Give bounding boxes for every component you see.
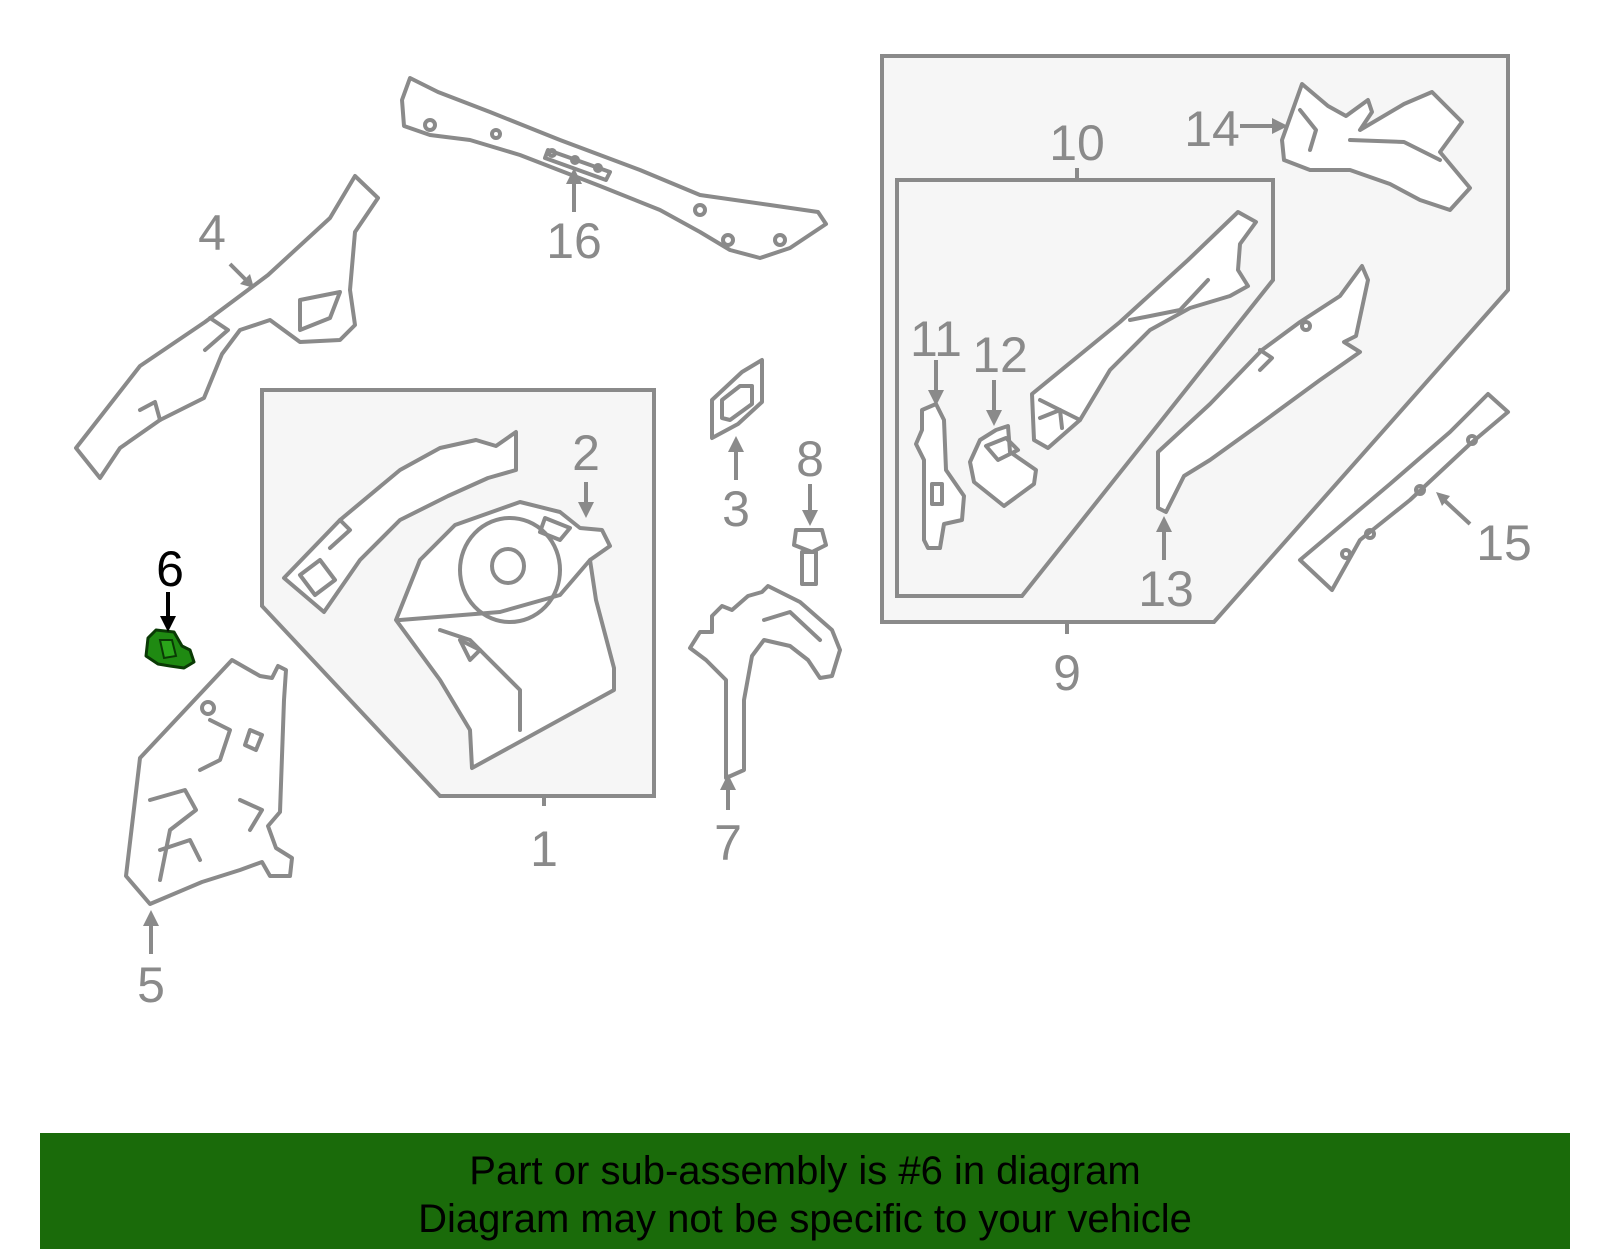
part-3-bracket — [710, 358, 764, 440]
part-5-panel — [124, 658, 294, 906]
callout-10: 10 — [1049, 115, 1105, 171]
part-7-bracket — [688, 584, 842, 780]
banner-line-1: Part or sub-assembly is #6 in diagram — [469, 1149, 1141, 1193]
callout-8: 8 — [796, 431, 824, 487]
part-15-rail — [1298, 392, 1510, 592]
part-10-rail — [1030, 210, 1258, 450]
callout-12: 12 — [972, 327, 1028, 383]
info-banner: Part or sub-assembly is #6 in diagram Di… — [40, 1133, 1570, 1249]
part-16-radiator-support — [400, 76, 828, 260]
callout-9: 9 — [1053, 645, 1081, 701]
callout-13: 13 — [1138, 561, 1194, 617]
part-8-bolt — [792, 528, 828, 586]
part-4-apron-reinforcement — [74, 174, 380, 480]
callout-4: 4 — [198, 205, 226, 261]
banner-line-2: Diagram may not be specific to your vehi… — [418, 1197, 1192, 1241]
callout-5: 5 — [137, 957, 165, 1013]
callout-6: 6 — [156, 541, 184, 597]
callout-2: 2 — [572, 425, 600, 481]
part-6-clip — [144, 628, 196, 670]
callout-3: 3 — [722, 481, 750, 537]
part-12-bracket — [968, 424, 1038, 508]
callout-1: 1 — [530, 821, 558, 877]
parts-diagram: 1 2 3 4 5 6 7 8 9 10 11 12 13 14 15 16 — [74, 54, 1532, 1013]
part-13-rail — [1156, 264, 1370, 514]
part-11-bracket — [914, 402, 966, 550]
callout-16: 16 — [546, 213, 602, 269]
part-1-strut-tower-assembly — [282, 430, 616, 770]
part-14-bracket — [1280, 82, 1472, 212]
callout-7: 7 — [714, 815, 742, 871]
callout-11: 11 — [910, 311, 962, 367]
callout-14: 14 — [1184, 101, 1240, 157]
callout-15: 15 — [1476, 515, 1532, 571]
